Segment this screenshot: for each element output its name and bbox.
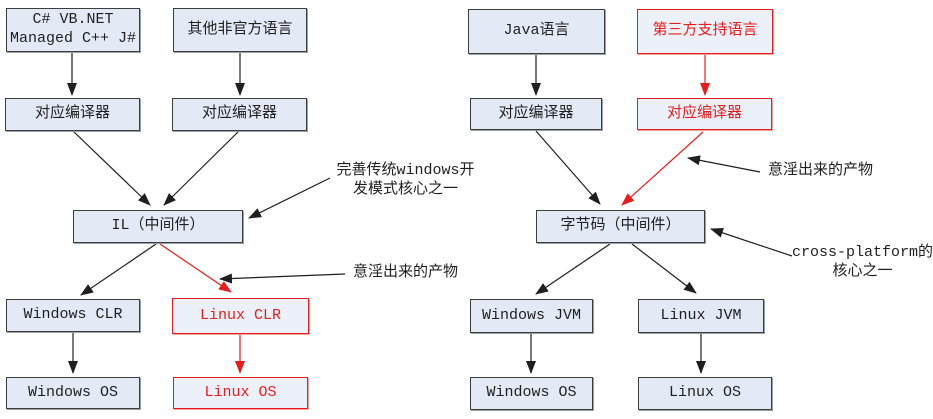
- node-windows-clr: Windows CLR: [6, 299, 140, 332]
- node-label: Java语言: [503, 22, 570, 40]
- node-third-party-languages: 第三方支持语言: [637, 9, 773, 54]
- arrow-compiler-java-to-bytecode: [535, 130, 601, 205]
- node-label: Linux JVM: [660, 306, 742, 324]
- node-label-line: C# VB.NET: [32, 11, 114, 29]
- node-label: 对应编译器: [34, 105, 110, 123]
- arrow-bytecode-to-linux-jvm: [631, 243, 697, 294]
- note-fantasy-product-left: 意淫出来的产物: [343, 264, 468, 283]
- arrow-il-to-windows-clr: [80, 243, 157, 296]
- arrow-compiler-other-to-il: [163, 130, 240, 206]
- node-label: Linux CLR: [199, 306, 281, 324]
- arrow-il-to-linux-clr: [159, 243, 232, 293]
- node-label: Linux OS: [668, 384, 741, 402]
- node-label: 第三方支持语言: [652, 22, 758, 40]
- node-dotnet-windows-os: Windows OS: [6, 377, 140, 409]
- node-label-line: Managed C++ J#: [9, 30, 137, 47]
- node-java-language: Java语言: [468, 9, 605, 54]
- arrow-bytecode-to-windows-jvm: [535, 243, 611, 295]
- note-line: 核心之一: [832, 262, 893, 280]
- note-windows-dev-core: 完善传统windows开 发模式核心之一: [328, 162, 483, 200]
- node-java-linux-os: Linux OS: [638, 377, 772, 410]
- node-label: Windows OS: [486, 384, 577, 402]
- node-label: Linux OS: [204, 383, 277, 401]
- node-label: Windows CLR: [23, 306, 123, 324]
- node-java-windows-os: Windows OS: [470, 377, 593, 410]
- arrow-compiler-third-party-to-bytecode: [621, 131, 704, 206]
- node-linux-jvm: Linux JVM: [638, 299, 764, 333]
- note-line: 完善传统windows开: [336, 162, 475, 179]
- node-label: 其他非官方语言: [187, 20, 293, 38]
- arrow-compiler-official-to-il: [72, 130, 151, 206]
- note-line: cross-platform的: [791, 244, 933, 261]
- callout-fantasy-note-to-third-party-arrow: [687, 155, 761, 173]
- node-dotnet-linux-os: Linux OS: [173, 377, 308, 409]
- node-label: Windows OS: [27, 383, 118, 401]
- node-dotnet-other-languages: 其他非官方语言: [173, 8, 307, 52]
- note-line: 意淫出来的产物: [352, 264, 458, 281]
- note-line: 发模式核心之一: [352, 180, 458, 198]
- node-dotnet-compiler-other: 对应编译器: [172, 98, 307, 131]
- node-dotnet-official-languages: C# VB.NET Managed C++ J#: [6, 8, 140, 52]
- node-java-compiler: 对应编译器: [470, 98, 602, 130]
- callout-core-note-to-il: [248, 177, 331, 219]
- node-label: 对应编译器: [498, 104, 574, 122]
- callout-crossplatform-note-to-bytecode: [710, 228, 793, 257]
- node-label: Windows JVM: [481, 306, 582, 324]
- node-il-intermediate: IL（中间件）: [73, 210, 243, 243]
- node-label: 字节码（中间件）: [560, 217, 681, 235]
- node-label: IL（中间件）: [111, 217, 205, 235]
- node-dotnet-compiler-official: 对应编译器: [5, 98, 140, 131]
- note-crossplatform-core: cross-platform的 核心之一: [790, 244, 933, 282]
- note-line: 意淫出来的产物: [767, 162, 873, 179]
- node-label: 对应编译器: [201, 105, 277, 123]
- node-windows-jvm: Windows JVM: [470, 299, 593, 333]
- node-third-party-compiler: 对应编译器: [637, 98, 772, 130]
- callout-fantasy-note-to-linux-clr-arrow: [219, 273, 346, 284]
- note-fantasy-product-right: 意淫出来的产物: [758, 162, 883, 181]
- node-bytecode-intermediate: 字节码（中间件）: [536, 210, 705, 243]
- node-linux-clr: Linux CLR: [172, 298, 309, 334]
- node-label: 对应编译器: [666, 104, 742, 122]
